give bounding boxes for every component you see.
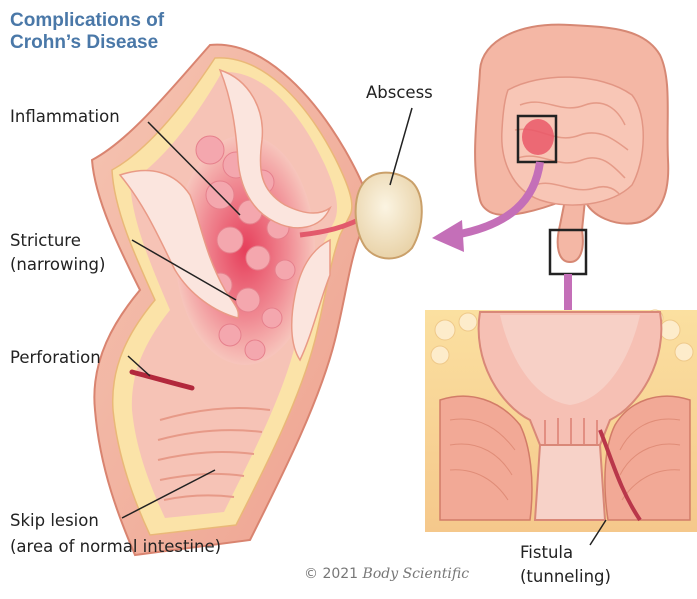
leader-abscess [390,108,412,185]
brand-signature: Body Scientific [363,566,470,582]
copyright-text: © 2021 [304,566,358,582]
copyright-credit: © 2021 Body Scientific [304,566,469,582]
label-fistula-note: (tunneling) [520,566,611,587]
title-line-2: Crohn’s Disease [10,32,164,54]
label-stricture: Stricture [10,230,81,251]
pelvic-cross-section [425,310,697,532]
label-abscess: Abscess [366,82,433,103]
diagram-title: Complications of Crohn’s Disease [10,10,164,54]
digestive-overview [475,25,668,274]
label-perforation: Perforation [10,347,101,368]
title-line-1: Complications of [10,10,164,32]
intestine-cutaway [92,45,369,555]
abscess [356,173,422,259]
label-stricture-note: (narrowing) [10,254,105,275]
inflamed-segment [522,119,554,155]
anal-canal [535,445,605,520]
label-skip-lesion-note: (area of normal intestine) [10,536,221,557]
label-inflammation: Inflammation [10,106,120,127]
label-fistula: Fistula [520,542,573,563]
label-skip-lesion: Skip lesion [10,510,99,531]
